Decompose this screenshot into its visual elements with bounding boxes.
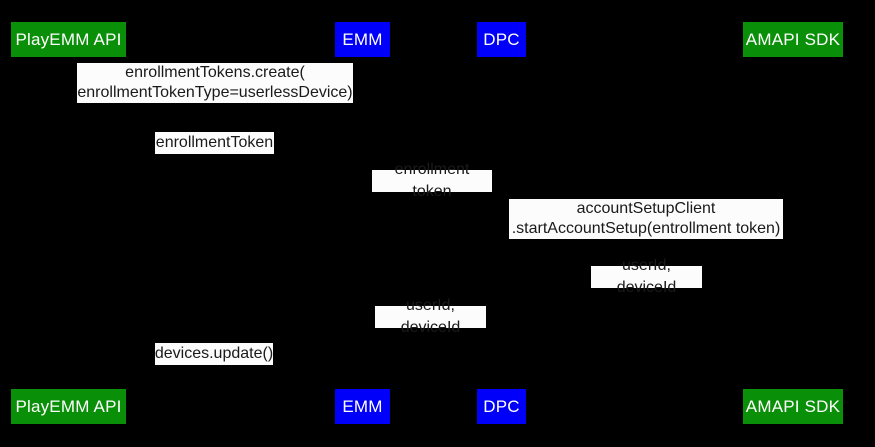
actor-emm-bottom: EMM xyxy=(335,389,390,424)
actor-amapi-sdk-bottom: AMAPI SDK xyxy=(743,389,843,424)
message-account-setup-client: accountSetupClient .startAccountSetup(en… xyxy=(509,199,783,239)
message-enrollment-token-pass: enrollment token xyxy=(372,161,492,200)
message-enrollment-token-return: enrollmentToken xyxy=(155,132,274,154)
actor-dpc-bottom: DPC xyxy=(477,389,526,424)
actor-amapi-sdk-top: AMAPI SDK xyxy=(743,22,843,57)
actor-playemm-api-top: PlayEMM API xyxy=(11,22,126,57)
actor-emm-top: EMM xyxy=(335,22,390,57)
message-enrollment-tokens-create: enrollmentTokens.create( enrollmentToken… xyxy=(77,63,353,103)
message-userid-deviceid-2: userId, deviceId xyxy=(375,297,486,336)
actor-playemm-api-bottom: PlayEMM API xyxy=(11,389,126,424)
message-devices-update: devices.update() xyxy=(155,343,273,365)
message-userid-deviceid-1: userId, deviceId xyxy=(591,257,702,296)
actor-dpc-top: DPC xyxy=(477,22,526,57)
